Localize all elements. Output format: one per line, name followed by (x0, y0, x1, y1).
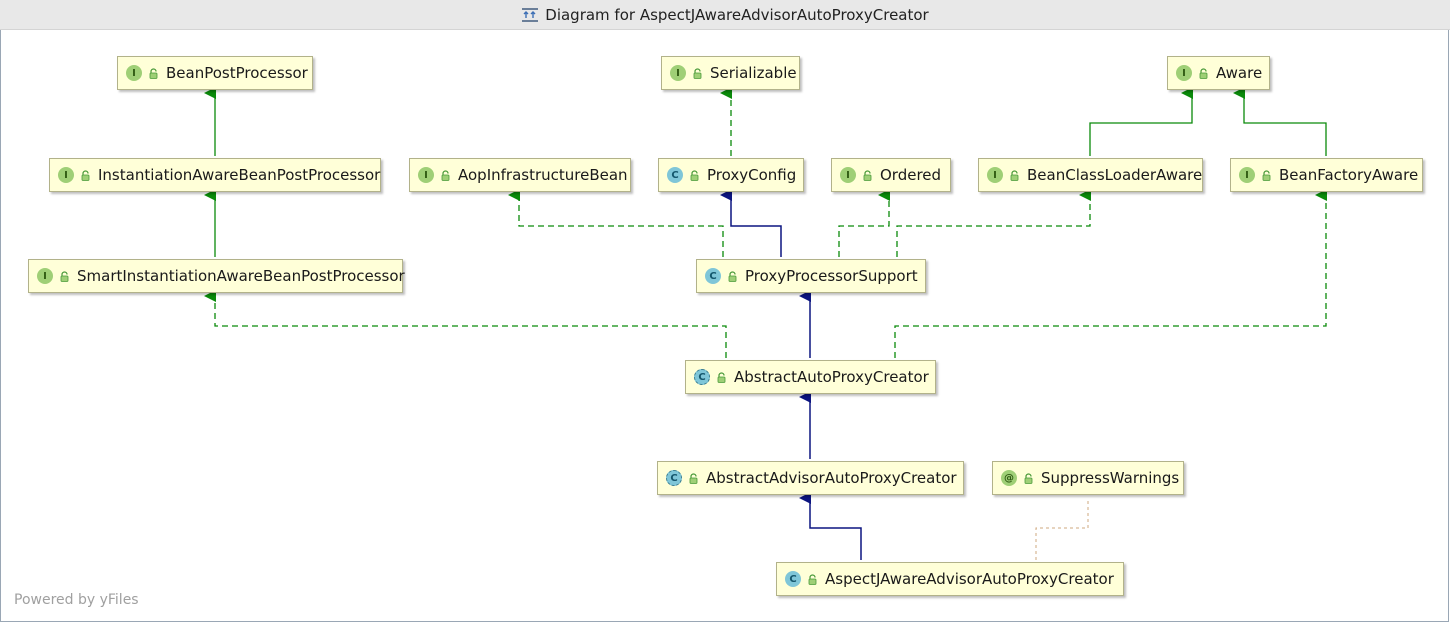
node-label: Aware (1216, 64, 1263, 82)
node-suppress-warnings[interactable]: @ SuppressWarnings (992, 461, 1184, 495)
node-label: AspectJAwareAdvisorAutoProxyCreator (825, 570, 1114, 588)
node-label: BeanClassLoaderAware (1027, 166, 1203, 184)
edge-pps-bcla (896, 189, 1091, 257)
edge-ajaapc-aaapc (799, 492, 862, 560)
class-icon: C (667, 167, 683, 183)
node-label: SmartInstantiationAwareBeanPostProcessor (77, 267, 405, 285)
class-icon: C (785, 571, 801, 587)
node-label: ProxyProcessorSupport (745, 267, 918, 285)
node-label: Serializable (710, 64, 797, 82)
interface-icon: I (58, 167, 74, 183)
lock-icon (441, 169, 450, 181)
node-aware[interactable]: I Aware (1167, 56, 1270, 90)
node-label: BeanFactoryAware (1279, 166, 1419, 184)
edge-pps-aib (508, 189, 724, 257)
interface-icon: I (126, 65, 142, 81)
lock-icon (717, 371, 726, 383)
node-bean-post-processor[interactable]: I BeanPostProcessor (117, 56, 313, 90)
edge-aapc-siabpp (204, 290, 727, 358)
interface-icon: I (418, 167, 434, 183)
window-title: Diagram for AspectJAwareAdvisorAutoProxy… (545, 6, 929, 24)
lock-icon (81, 169, 90, 181)
lock-icon (149, 67, 158, 79)
node-proxy-processor-support[interactable]: C ProxyProcessorSupport (696, 259, 926, 293)
node-aop-infrastructure-bean[interactable]: I AopInfrastructureBean (409, 158, 631, 192)
node-instantiation-aware-bean-post-processor[interactable]: I InstantiationAwareBeanPostProcessor (49, 158, 381, 192)
lock-icon (1024, 472, 1033, 484)
interface-icon: I (1239, 167, 1255, 183)
edges-layer (204, 87, 1327, 560)
annotation-icon: @ (1001, 470, 1017, 486)
edge-pps-pc (720, 189, 782, 257)
node-label: AopInfrastructureBean (458, 166, 628, 184)
lock-icon (1199, 67, 1208, 79)
node-ordered[interactable]: I Ordered (831, 158, 951, 192)
lock-icon (863, 169, 872, 181)
node-serializable[interactable]: I Serializable (661, 56, 800, 90)
edge-aapc-bfa (894, 189, 1327, 358)
interface-icon: I (840, 167, 856, 183)
node-label: InstantiationAwareBeanPostProcessor (98, 166, 381, 184)
lock-icon (689, 472, 698, 484)
abstract-class-icon: C (666, 470, 682, 486)
diagram-canvas[interactable]: I BeanPostProcessor I Serializable I Awa… (0, 30, 1450, 623)
node-label: AbstractAdvisorAutoProxyCreator (706, 469, 957, 487)
lock-icon (693, 67, 702, 79)
interface-icon: I (987, 167, 1003, 183)
edge-ajaapc-sw (1035, 498, 1089, 560)
lock-icon (728, 270, 737, 282)
node-proxy-config[interactable]: C ProxyConfig (658, 158, 804, 192)
interface-icon: I (37, 268, 53, 284)
lock-icon (1262, 169, 1271, 181)
node-abstract-auto-proxy-creator[interactable]: C AbstractAutoProxyCreator (685, 360, 936, 394)
lock-icon (690, 169, 699, 181)
edge-bfa-aware (1233, 87, 1327, 156)
interface-icon: I (1176, 65, 1192, 81)
node-label: SuppressWarnings (1041, 469, 1180, 487)
powered-by-label: Powered by yFiles (14, 592, 139, 608)
node-label: ProxyConfig (707, 166, 797, 184)
window-titlebar: Diagram for AspectJAwareAdvisorAutoProxy… (0, 0, 1450, 30)
node-abstract-advisor-auto-proxy-creator[interactable]: C AbstractAdvisorAutoProxyCreator (657, 461, 964, 495)
interface-icon: I (670, 65, 686, 81)
node-label: BeanPostProcessor (166, 64, 308, 82)
node-bean-factory-aware[interactable]: I BeanFactoryAware (1230, 158, 1423, 192)
edge-bcla-aware (1089, 87, 1193, 156)
title-wrap: Diagram for AspectJAwareAdvisorAutoProxy… (0, 0, 1450, 30)
edge-pps-ord-a (838, 189, 890, 257)
lock-icon (1010, 169, 1019, 181)
node-bean-class-loader-aware[interactable]: I BeanClassLoaderAware (978, 158, 1203, 192)
lock-icon (60, 270, 69, 282)
node-label: AbstractAutoProxyCreator (734, 368, 929, 386)
node-label: Ordered (880, 166, 942, 184)
class-icon: C (705, 268, 721, 284)
abstract-class-icon: C (694, 369, 710, 385)
node-aspectj-aware-advisor-auto-proxy-creator[interactable]: C AspectJAwareAdvisorAutoProxyCreator (776, 562, 1124, 596)
diagram-icon (522, 8, 539, 22)
lock-icon (808, 573, 817, 585)
node-smart-instantiation-aware-bean-post-processor[interactable]: I SmartInstantiationAwareBeanPostProcess… (28, 259, 405, 293)
